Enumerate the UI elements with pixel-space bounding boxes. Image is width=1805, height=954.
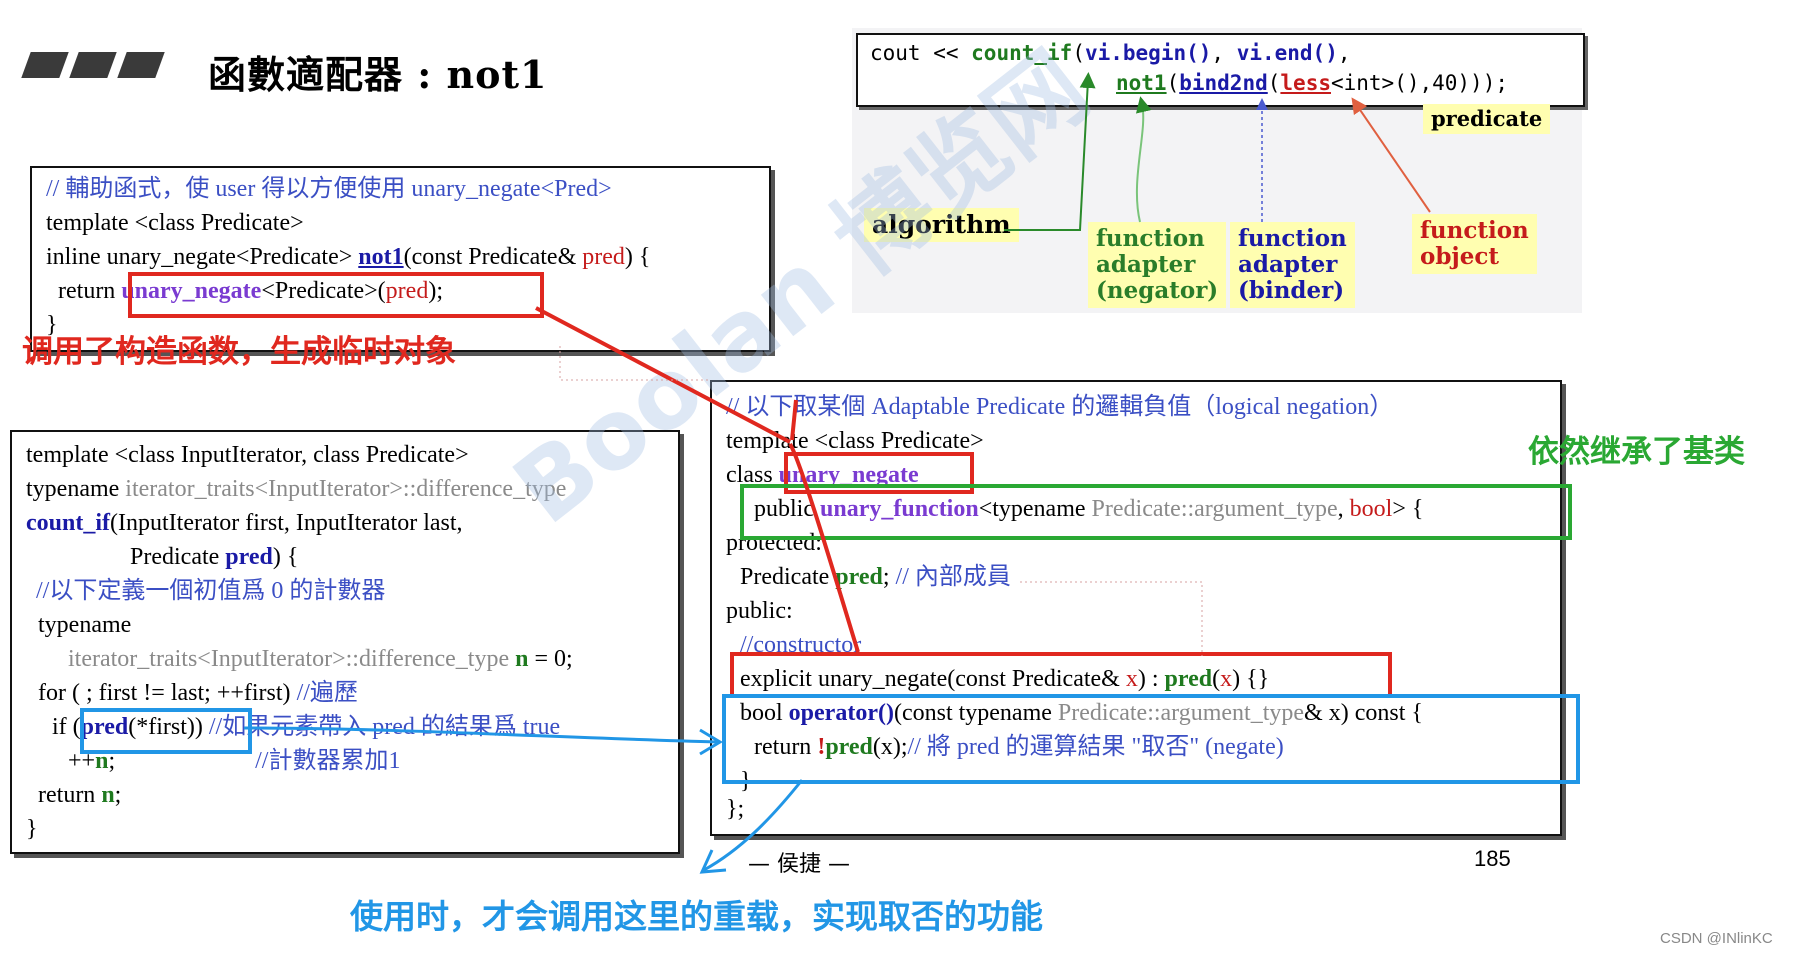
highlight-unary-negate-call <box>128 272 544 318</box>
annotation-blue: 使用时，才会调用这里的重载，实现取否的功能 <box>350 897 1043 936</box>
csdn-credit: CSDN @INlinKC <box>1660 930 1773 947</box>
not1-comment: // 輔助函式，使 user 得以方便使用 unary_negate<Pred> <box>46 176 612 202</box>
footer-author: — 侯捷 — <box>748 852 850 877</box>
label-function-object: function object <box>1412 214 1537 274</box>
blue-arrow-to-operator <box>243 726 719 744</box>
highlight-pred-call <box>80 708 252 754</box>
label-algorithm: algorithm <box>864 208 1019 242</box>
highlight-operator <box>722 694 1580 784</box>
not1-signature: inline unary_negate<Predicate> not1(cons… <box>46 244 651 270</box>
blue-arrow-head-2 <box>699 849 727 874</box>
label-adapter-negator: function adapter (negator) <box>1088 222 1227 308</box>
page-title: 函數適配器 : not1 <box>208 52 548 97</box>
blue-arrow-head <box>699 728 723 756</box>
usage-line-1: cout << count_if(vi.begin(), vi.end(), <box>870 41 1351 65</box>
negator-connector <box>1135 96 1152 223</box>
red-arrow-to-constructor <box>788 442 860 653</box>
count-if-signature: count_if(InputIterator first, InputItera… <box>26 510 463 536</box>
constructor-line: explicit unary_negate(const Predicate& x… <box>740 666 1270 692</box>
usage-line-2: not1(bind2nd(less<int>(),40))); <box>1116 71 1508 95</box>
red-arrow-to-class <box>535 306 791 444</box>
annotation-red: 调用了构造函数，生成临时对象 <box>22 334 456 370</box>
algorithm-connector <box>1004 72 1096 231</box>
not1-code-box: // 輔助函式，使 user 得以方便使用 unary_negate<Pred>… <box>30 166 771 352</box>
annotation-green: 依然继承了基类 <box>1528 434 1745 470</box>
usage-code-box: cout << count_if(vi.begin(), vi.end(), n… <box>856 33 1585 107</box>
count-if-code-box: template <class InputIterator, class Pre… <box>10 430 680 854</box>
not1-return: return unary_negate<Predicate>(pred); <box>58 278 443 304</box>
red-arrow-tip <box>790 399 798 441</box>
base-class-line: public unary_function<typename Predicate… <box>754 496 1424 522</box>
highlight-class-name <box>784 452 974 494</box>
blue-arrow-to-caption <box>703 779 804 872</box>
dotted-ref-2 <box>1020 581 1203 656</box>
highlight-base-class <box>740 484 1572 540</box>
footer-page-number: 185 <box>1474 846 1511 871</box>
operator-line: bool operator()(const typename Predicate… <box>740 700 1423 726</box>
label-predicate: predicate <box>1423 104 1551 134</box>
dotted-ref-1 <box>559 346 710 381</box>
label-adapter-binder: function adapter (binder) <box>1230 222 1355 308</box>
function-object-connector <box>1351 97 1431 213</box>
